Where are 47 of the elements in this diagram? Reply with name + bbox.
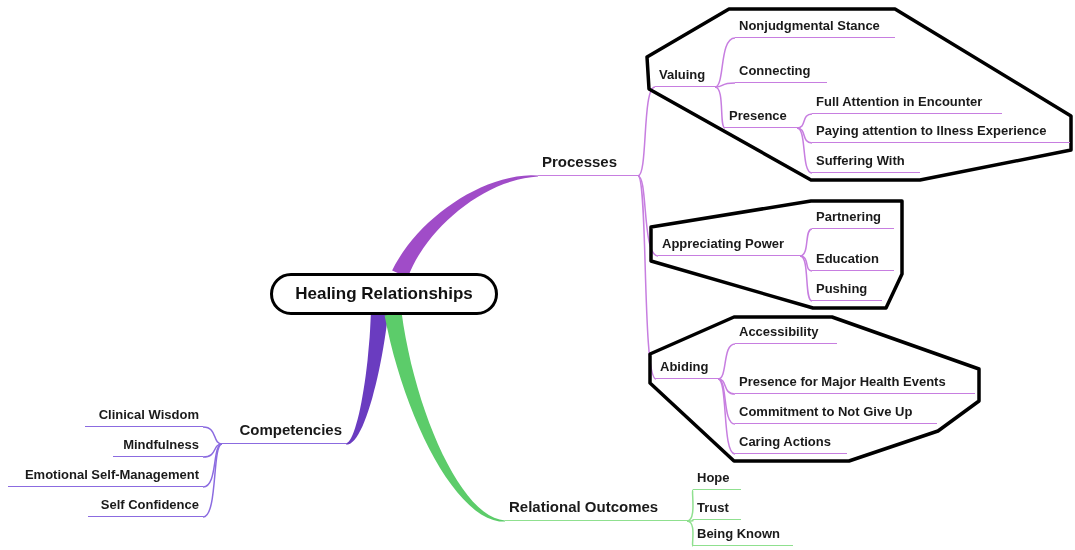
topic-label: Accessibility [735,322,837,344]
topic-label: Presence [725,106,797,128]
topic-label: Trust [693,498,741,520]
branch-line [796,113,813,129]
topic-label: Competencies [222,418,346,444]
branch-line [202,443,223,488]
topic-label: Clinical Wisdom [85,405,203,427]
branch-line [202,443,223,458]
branch-line [686,489,694,522]
topic-label: Connecting [735,61,827,83]
branch-line [796,127,813,174]
topic-label: Mindfulness [113,435,203,457]
topic-label: Appreciating Power [658,234,800,256]
central-topic: Healing Relationships [270,273,498,315]
branch-line [799,228,813,257]
topic-label: Caring Actions [735,432,847,454]
topic-label: Relational Outcomes [505,495,687,521]
branch [346,313,388,445]
topic-label: Suffering With [812,151,920,173]
topic-label: Presence for Major Health Events [735,372,975,394]
topic-label: Processes [538,150,638,176]
topic-label: Paying attention to Ilness Experience [812,121,1070,143]
branch-line [686,520,694,547]
topic-label: Nonjudgmental Stance [735,16,895,38]
branch-line [637,86,656,177]
topic-label: Being Known [693,524,793,546]
topic-label: Commitment to Not Give Up [735,402,937,424]
topic-label: Abiding [656,357,718,379]
branch-line [637,175,657,380]
branch-line [686,519,694,522]
branch-line [717,378,736,425]
branch-line [202,443,223,518]
topic-label: Partnering [812,207,894,229]
branch-line [799,255,813,272]
branch-line [714,37,736,88]
branch-line [717,343,736,380]
branch [384,312,505,522]
branch-line [202,426,223,445]
topic-label: Self Confidence [88,495,203,517]
topic-label: Emotional Self-Management [8,465,203,487]
branch-line [637,175,659,257]
topic-label: Valuing [655,63,715,87]
topic-label: Pushing [812,279,882,301]
branch-line [714,82,736,88]
topic-label: Full Attention in Encounter [812,92,1002,114]
topic-label: Hope [693,468,741,490]
topic-label: Education [812,249,894,271]
